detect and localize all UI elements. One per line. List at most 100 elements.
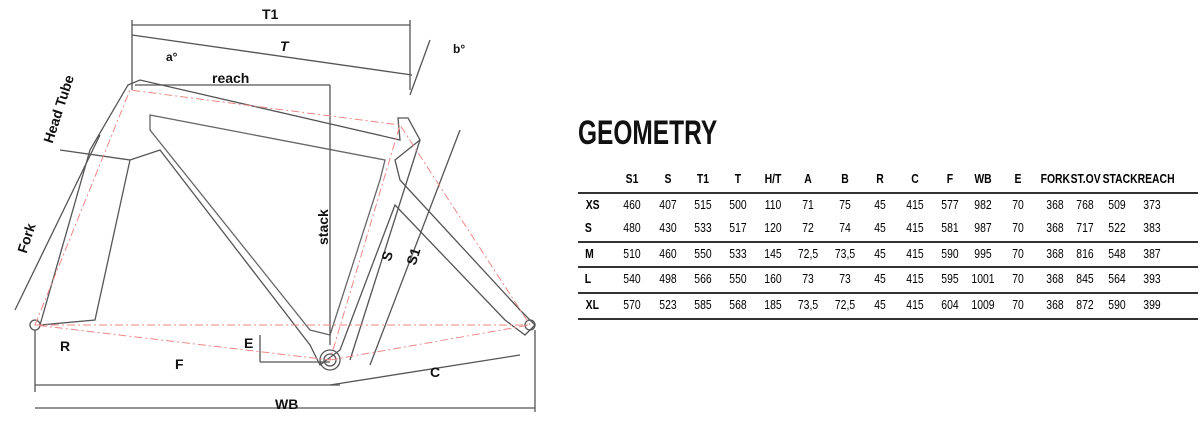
label-stack: stack [315, 209, 331, 245]
table-cell: 393 [1143, 271, 1161, 287]
table-cell: 816 [1076, 245, 1094, 261]
table-cell: 74 [839, 220, 851, 236]
table-cell: 987 [974, 220, 992, 236]
table-cell: 72 [802, 220, 814, 236]
table-cell: 548 [1108, 245, 1126, 261]
table-cell: 568 [729, 296, 747, 312]
table-cell: 75 [839, 196, 851, 212]
table-cell: 515 [694, 196, 712, 212]
table-cell: 70 [1012, 296, 1024, 312]
column-header: R [876, 171, 884, 186]
table-cell: 110 [764, 196, 782, 212]
label-e: E [244, 335, 254, 351]
table-cell: 510 [623, 245, 641, 261]
table-cell: 120 [764, 220, 782, 236]
column-header: S1 [625, 171, 639, 186]
table-cell: 45 [874, 220, 886, 236]
table-cell: 73,5 [834, 245, 856, 261]
column-header: C [911, 171, 919, 186]
table-cell: 533 [694, 220, 712, 236]
table-cell: 995 [974, 245, 992, 261]
table-cell: 368 [1046, 245, 1064, 261]
column-header: STACK [1102, 171, 1138, 186]
table-cell: 595 [941, 271, 959, 287]
table-cell: 73 [802, 271, 814, 287]
table-cell: 45 [874, 245, 886, 261]
table-cell: 717 [1076, 220, 1094, 236]
table-cell: 368 [1046, 296, 1064, 312]
label-t: T [280, 38, 289, 54]
table-cell: 415 [906, 271, 924, 287]
table-cell: 368 [1046, 220, 1064, 236]
table-cell: 845 [1076, 271, 1094, 287]
table-cell: 145 [764, 245, 782, 261]
table-cell: 45 [874, 196, 886, 212]
label-f: F [175, 356, 184, 372]
column-header: B [841, 171, 849, 186]
table-cell: 550 [694, 245, 712, 261]
label-wb: WB [275, 396, 299, 412]
table-cell: 415 [906, 196, 924, 212]
label-reach: reach [212, 70, 250, 86]
table-cell: 70 [1012, 245, 1024, 261]
table-cell: 430 [659, 220, 677, 236]
table-cell: 590 [1108, 296, 1126, 312]
table-cell: 73 [839, 271, 851, 287]
table-cell: 415 [906, 245, 924, 261]
size-label: XS [585, 196, 600, 212]
table-cell: 45 [874, 271, 886, 287]
table-cell: 566 [694, 271, 712, 287]
label-c: C [430, 364, 441, 380]
table-cell: 533 [729, 245, 747, 261]
table-cell: 581 [941, 220, 959, 236]
table-cell: 407 [659, 196, 677, 212]
table-cell: 387 [1143, 245, 1161, 261]
size-label: L [584, 271, 592, 287]
table-cell: 872 [1076, 296, 1094, 312]
label-t1: T1 [262, 6, 279, 22]
table-cell: 577 [941, 196, 959, 212]
table-cell: 72,5 [797, 245, 819, 261]
column-header: S [664, 171, 672, 186]
table-cell: 517 [729, 220, 747, 236]
table-cell: 368 [1046, 196, 1064, 212]
column-header: FORK [1040, 171, 1071, 186]
label-angle-a: a° [166, 50, 178, 64]
table-cell: 73,5 [797, 296, 819, 312]
table-cell: 982 [974, 196, 992, 212]
table-cell: 373 [1143, 196, 1161, 212]
column-header: F [946, 171, 954, 186]
table-cell: 399 [1143, 296, 1161, 312]
table-cell: 70 [1012, 220, 1024, 236]
table-cell: 480 [623, 220, 641, 236]
table-cell: 460 [623, 196, 641, 212]
geometry-title: GEOMETRY [578, 114, 718, 152]
table-cell: 185 [764, 296, 782, 312]
size-label: S [584, 220, 592, 236]
table-cell: 590 [941, 245, 959, 261]
table-cell: 383 [1143, 220, 1161, 236]
column-header: T [734, 171, 742, 186]
table-cell: 71 [802, 196, 814, 212]
table-cell: 460 [659, 245, 677, 261]
table-cell: 522 [1108, 220, 1126, 236]
table-cell: 1009 [971, 296, 995, 312]
table-cell: 523 [659, 296, 677, 312]
table-cell: 160 [764, 271, 782, 287]
label-r: R [60, 338, 71, 354]
table-cell: 509 [1108, 196, 1126, 212]
table-cell: 585 [694, 296, 712, 312]
table-cell: 72,5 [834, 296, 856, 312]
table-cell: 45 [874, 296, 886, 312]
table-cell: 1001 [971, 271, 995, 287]
table-cell: 500 [729, 196, 747, 212]
column-header: REACH [1137, 171, 1175, 186]
table-cell: 415 [906, 296, 924, 312]
